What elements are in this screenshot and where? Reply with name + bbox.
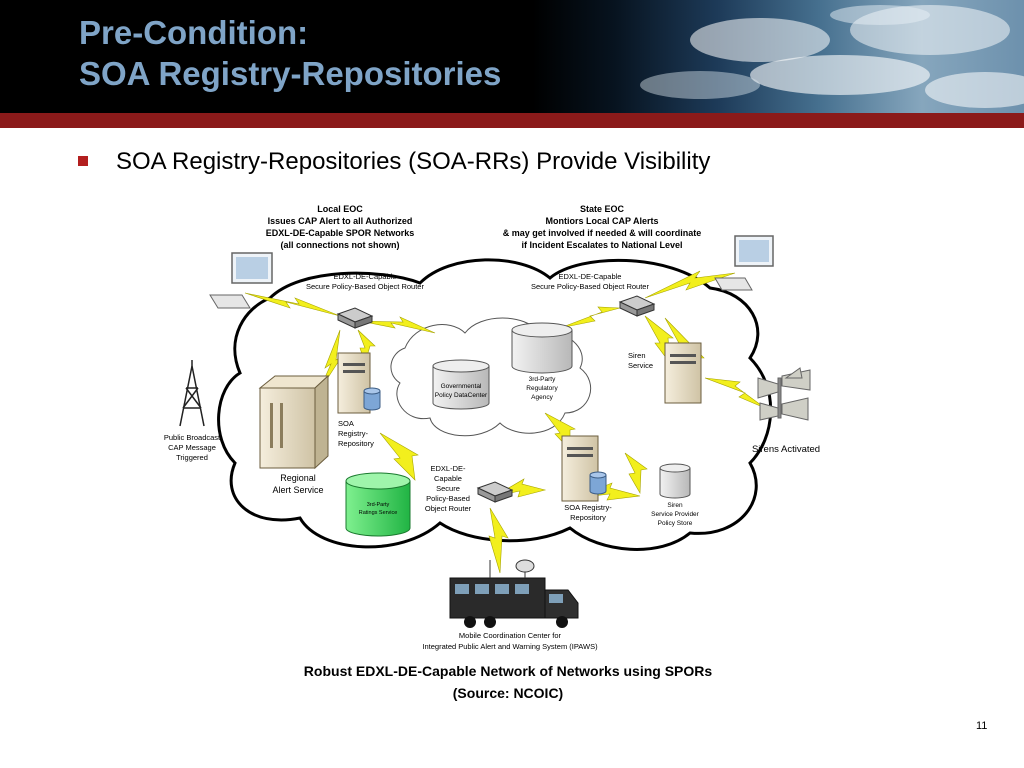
mobile-center-line-1: Mobile Coordination Center for — [459, 631, 562, 640]
sirens-activated-label: Sirens Activated — [752, 444, 820, 455]
governmental-db-label: Governmental Policy DataCenter — [435, 383, 488, 399]
slide-header: Pre-Condition: SOA Registry-Repositories — [0, 0, 1024, 113]
soa-rr-right-line-1: SOA Registry- — [564, 503, 612, 512]
router-center-label: EDXL-DE- Capable Secure Policy-Based Obj… — [425, 464, 472, 513]
figure-caption-line-1: Robust EDXL-DE-Capable Network of Networ… — [303, 663, 713, 679]
mobile-center-label: Mobile Coordination Center for Integrate… — [422, 631, 598, 651]
regulatory-label: 3rd-Party Regulatory Agency — [526, 376, 558, 401]
siren-store-label: Siren Service Provider Policy Store — [651, 502, 700, 527]
slide-title-line-1: Pre-Condition: — [79, 14, 309, 51]
broadcast-line-1: Public Broadcast — [164, 433, 221, 442]
soa-rr-right-label: SOA Registry- Repository — [564, 503, 612, 522]
router-left-icon — [336, 307, 374, 329]
figure-caption: Robust EDXL-DE-Capable Network of Networ… — [0, 660, 1016, 704]
ratings-db-icon — [345, 472, 411, 537]
sirens-icon — [757, 367, 811, 421]
broadcast-label: Public Broadcast CAP Message Triggered — [164, 433, 221, 462]
router-right-label: EDXL-DE-Capable Secure Policy-Based Obje… — [531, 272, 649, 291]
governmental-db-icon — [432, 359, 490, 410]
state-eoc-line-1: State EOC — [580, 204, 625, 214]
state-eoc-line-4: if Incident Escalates to National Level — [521, 240, 682, 250]
router-center-line-1: EDXL-DE- — [430, 464, 466, 473]
siren-service-line-2: Service — [628, 361, 653, 370]
router-right-line-2: Secure Policy-Based Object Router — [531, 282, 649, 291]
state-eoc-label: State EOC Montiors Local CAP Alerts & ma… — [503, 204, 702, 250]
regional-alert-line-1: Regional — [280, 473, 316, 483]
state-eoc-computer-icon — [714, 235, 774, 291]
ratings-line-1: 3rd-Party — [367, 502, 390, 508]
local-eoc-line-3: EDXL-DE-Capable SPOR Networks — [266, 228, 415, 238]
broadcast-tower-icon — [179, 360, 205, 427]
siren-store-line-1: Siren — [667, 502, 683, 509]
router-center-line-5: Object Router — [425, 504, 472, 513]
siren-service-label: Siren Service — [628, 351, 653, 370]
router-center-line-4: Policy-Based — [426, 494, 470, 503]
soa-rr-left-line-2: Registry- — [338, 429, 369, 438]
router-center-line-2: Capable — [434, 474, 462, 483]
figure-caption-line-2: (Source: NCOIC) — [452, 685, 564, 701]
header-divider-bar — [0, 113, 1024, 128]
soa-rr-left-server-icon — [337, 352, 381, 414]
router-left-line-1: EDXL-DE-Capable — [334, 272, 397, 281]
mobile-center-line-2: Integrated Public Alert and Warning Syst… — [422, 642, 598, 651]
soa-rr-left-label: SOA Registry- Repository — [338, 419, 374, 448]
siren-store-line-2: Service Provider — [651, 511, 700, 518]
local-eoc-label: Local EOC Issues CAP Alert to all Author… — [266, 204, 415, 250]
siren-store-line-3: Policy Store — [658, 520, 693, 527]
slide-title: Pre-Condition: SOA Registry-Repositories — [79, 12, 501, 94]
router-center-icon — [476, 481, 514, 503]
soa-rr-left-line-3: Repository — [338, 439, 374, 448]
ratings-line-2: Ratings Service — [359, 510, 398, 516]
regional-alert-label: Regional Alert Service — [272, 473, 323, 495]
local-eoc-computer-icon — [209, 252, 273, 309]
regional-alert-server-icon — [258, 374, 330, 470]
local-eoc-line-1: Local EOC — [317, 204, 363, 214]
page-number: 11 — [976, 720, 988, 732]
bullet-marker — [78, 156, 88, 166]
regional-alert-line-2: Alert Service — [272, 485, 323, 495]
regulatory-line-3: Agency — [531, 394, 553, 401]
state-eoc-line-2: Montiors Local CAP Alerts — [545, 216, 658, 226]
local-eoc-line-2: Issues CAP Alert to all Authorized — [268, 216, 413, 226]
network-diagram: Local EOC Issues CAP Alert to all Author… — [164, 204, 820, 651]
mobile-truck-icon — [449, 559, 579, 628]
slide-title-line-2: SOA Registry-Repositories — [79, 55, 502, 92]
lightning-links — [244, 270, 766, 574]
router-right-icon — [618, 295, 656, 317]
governmental-db-line-1: Governmental — [441, 383, 482, 390]
siren-service-server-icon — [664, 342, 702, 404]
governmental-db-line-2: Policy DataCenter — [435, 392, 488, 399]
soa-rr-right-line-2: Repository — [570, 513, 606, 522]
router-left-label: EDXL-DE-Capable Secure Policy-Based Obje… — [306, 272, 424, 291]
regulatory-line-2: Regulatory — [526, 385, 558, 392]
regulatory-db-icon — [511, 322, 573, 374]
soa-rr-left-line-1: SOA — [338, 419, 354, 428]
soa-rr-right-server-icon — [561, 435, 607, 502]
state-eoc-line-3: & may get involved if needed & will coor… — [503, 228, 702, 238]
router-right-line-1: EDXL-DE-Capable — [559, 272, 622, 281]
broadcast-line-2: CAP Message — [168, 443, 216, 452]
bullet-text: SOA Registry-Repositories (SOA-RRs) Prov… — [116, 148, 711, 175]
regulatory-line-1: 3rd-Party — [529, 376, 556, 383]
siren-store-db-icon — [659, 463, 691, 499]
siren-service-line-1: Siren — [628, 351, 646, 360]
router-left-line-2: Secure Policy-Based Object Router — [306, 282, 424, 291]
ratings-label: 3rd-Party Ratings Service — [359, 502, 398, 516]
local-eoc-line-4: (all connections not shown) — [281, 240, 400, 250]
broadcast-line-3: Triggered — [176, 453, 208, 462]
router-center-line-3: Secure — [436, 484, 460, 493]
earth-clouds-image — [640, 5, 1024, 108]
